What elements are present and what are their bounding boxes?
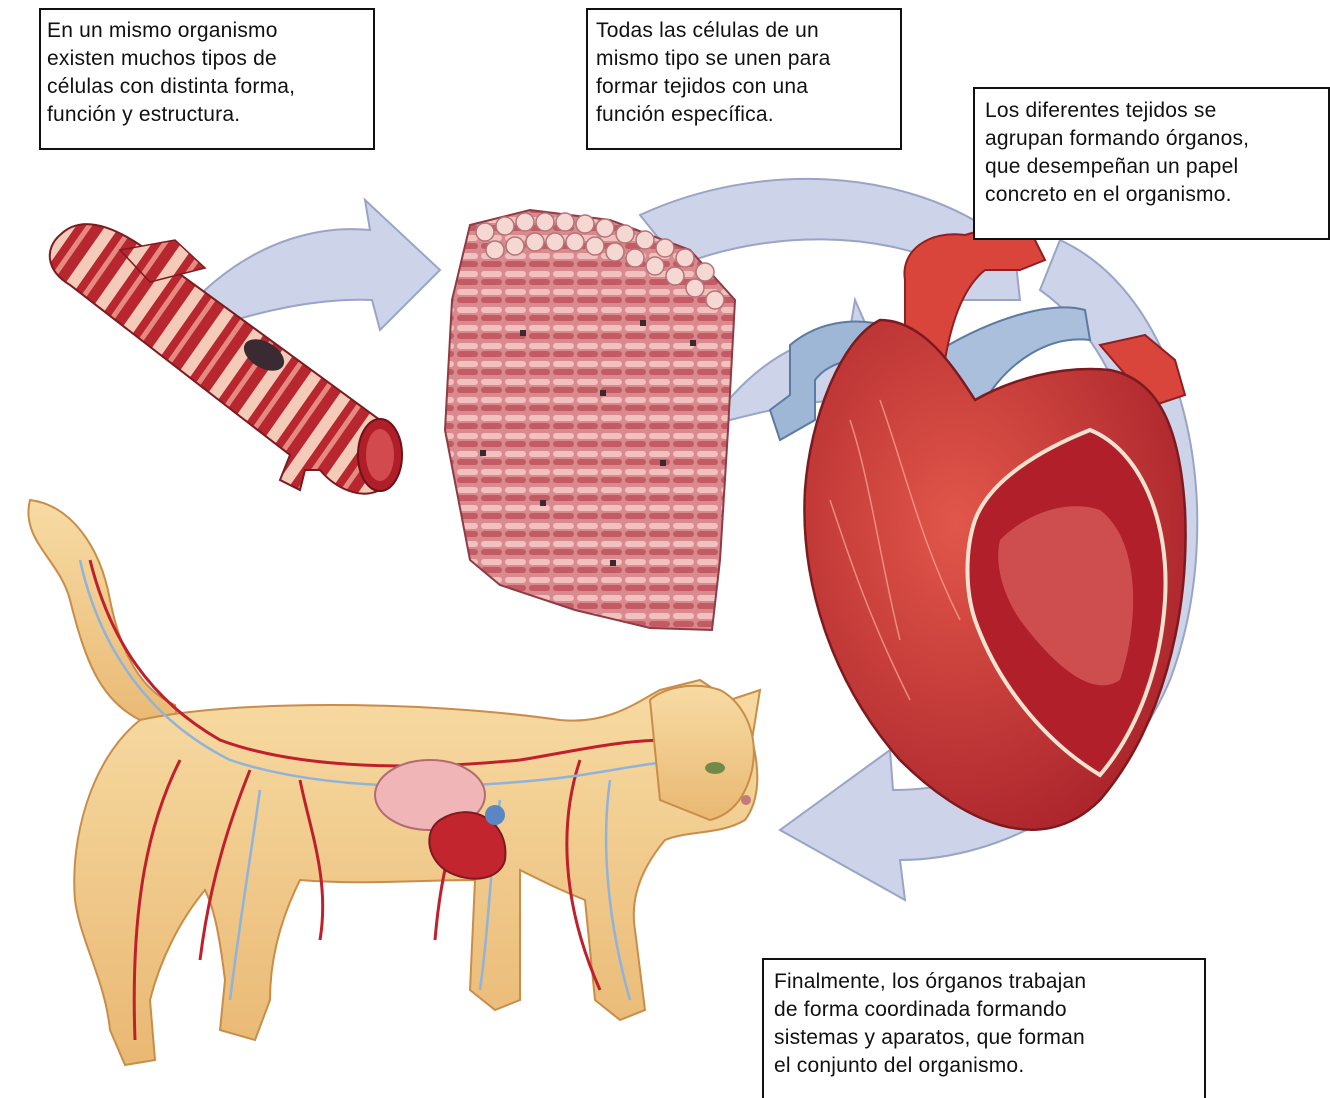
- caption-cells-line-2: existen muchos tipos de: [47, 45, 367, 73]
- cat-tail: [28, 500, 180, 735]
- caption-cells-line-1: En un mismo organismo: [47, 17, 367, 45]
- cat-head: [650, 686, 754, 820]
- caption-cells-line-4: función y estructura.: [47, 101, 367, 129]
- caption-organ-line-4: concreto en el organismo.: [985, 181, 1318, 209]
- caption-system-line-2: de forma coordinada formando: [774, 996, 1194, 1024]
- caption-tissue-line-3: formar tejidos con una: [596, 73, 892, 101]
- caption-system-line-3: sistemas y aparatos, que forman: [774, 1024, 1194, 1052]
- caption-tissue-line-4: función específica.: [596, 101, 892, 129]
- caption-organ: Los diferentes tejidos se agrupan forman…: [973, 87, 1330, 240]
- arrow-cell-to-tissue: [205, 200, 440, 330]
- caption-tissue: Todas las células de un mismo tipo se un…: [586, 8, 902, 150]
- caption-organ-line-3: que desempeñan un papel: [985, 153, 1318, 181]
- caption-organ-line-2: agrupan formando órganos,: [985, 125, 1318, 153]
- caption-system-line-4: el conjunto del organismo.: [774, 1052, 1194, 1080]
- caption-tissue-line-1: Todas las células de un: [596, 17, 892, 45]
- caption-organ-line-1: Los diferentes tejidos se: [985, 97, 1318, 125]
- caption-system: Finalmente, los órganos trabajan de form…: [762, 958, 1206, 1098]
- caption-cells: En un mismo organismo existen muchos tip…: [39, 8, 375, 150]
- caption-tissue-line-2: mismo tipo se unen para: [596, 45, 892, 73]
- muscle-tissue-illustration: [445, 210, 735, 630]
- caption-system-line-1: Finalmente, los órganos trabajan: [774, 968, 1194, 996]
- caption-cells-line-3: células con distinta forma,: [47, 73, 367, 101]
